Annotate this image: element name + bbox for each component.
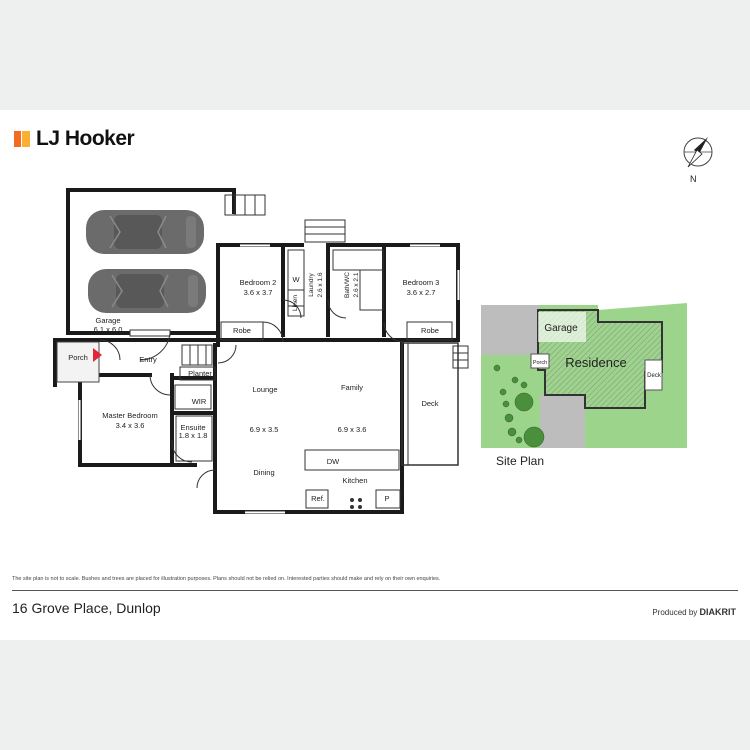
trees-icon	[493, 364, 545, 448]
site-porch-label: Porch	[533, 360, 547, 366]
ensuite-label: Ensuite	[180, 423, 205, 432]
bath-label: Bath/WC	[344, 272, 351, 298]
lounge-dim: 6.9 x 3.5	[250, 425, 279, 434]
master-bedroom-label: Master Bedroom	[102, 411, 157, 420]
site-garage-label: Garage	[544, 323, 578, 334]
planter-label: Planter	[188, 369, 212, 378]
site-deck-label: Deck	[647, 373, 662, 379]
compass-label: N	[690, 174, 697, 184]
property-address: 16 Grove Place, Dunlop	[12, 600, 161, 616]
car-icon	[87, 268, 207, 314]
producer-brand: DIAKRIT	[699, 607, 737, 617]
bath-dim: 2.6 x 2.1	[353, 272, 360, 297]
footer-rule	[12, 590, 738, 591]
garage-label: Garage	[95, 316, 120, 325]
fridge-label: Ref.	[311, 494, 325, 503]
robe-label: Robe	[233, 326, 251, 335]
pantry-label: P	[384, 494, 389, 503]
producer-label: Produced by	[652, 608, 698, 617]
logo-mark-icon	[14, 131, 30, 147]
garage-dim: 6.1 x 6.0	[94, 325, 123, 334]
fixtures	[78, 194, 469, 514]
laundry-label: Laundry	[308, 273, 315, 297]
linen-label: Linen	[292, 295, 299, 311]
brand-name: LJ Hooker	[36, 127, 135, 150]
site-plan: Garage Residence Porch Deck	[481, 303, 687, 448]
stove-icon	[350, 498, 362, 509]
disclaimer: The site plan is not to scale. Bushes an…	[12, 576, 441, 582]
bedroom2-label: Bedroom 2	[240, 278, 277, 287]
dining-label: Dining	[253, 468, 274, 477]
ensuite-dim: 1.8 x 1.8	[179, 431, 208, 440]
site-residence-label: Residence	[565, 355, 626, 370]
robe-label: Robe	[421, 326, 439, 335]
site-plan-title: Site Plan	[496, 454, 544, 468]
paving	[540, 395, 585, 448]
dw-label: DW	[327, 457, 340, 466]
lounge-label: Lounge	[252, 385, 277, 394]
brand-logo: LJ Hooker	[14, 127, 135, 151]
family-label: Family	[341, 383, 363, 392]
bedroom3-dim: 3.6 x 2.7	[407, 288, 436, 297]
producer-credit: Produced by DIAKRIT	[652, 607, 736, 617]
entry-label: Entry	[139, 355, 157, 364]
porch-label: Porch	[68, 353, 88, 362]
w-label: W	[292, 275, 300, 284]
laundry-dim: 2.6 x 1.6	[317, 272, 324, 297]
bedroom2-dim: 3.6 x 3.7	[244, 288, 273, 297]
driveway	[481, 305, 539, 355]
compass-icon	[683, 137, 713, 168]
car-icon	[85, 209, 205, 255]
family-dim: 6.9 x 3.6	[338, 425, 367, 434]
wir-label: WIR	[192, 397, 207, 406]
master-bedroom-dim: 3.4 x 3.6	[116, 421, 145, 430]
entry-arrow-icon	[93, 348, 102, 362]
porch-floor	[56, 341, 100, 383]
deck-label: Deck	[421, 399, 438, 408]
kitchen-label: Kitchen	[342, 476, 367, 485]
bedroom3-label: Bedroom 3	[403, 278, 440, 287]
